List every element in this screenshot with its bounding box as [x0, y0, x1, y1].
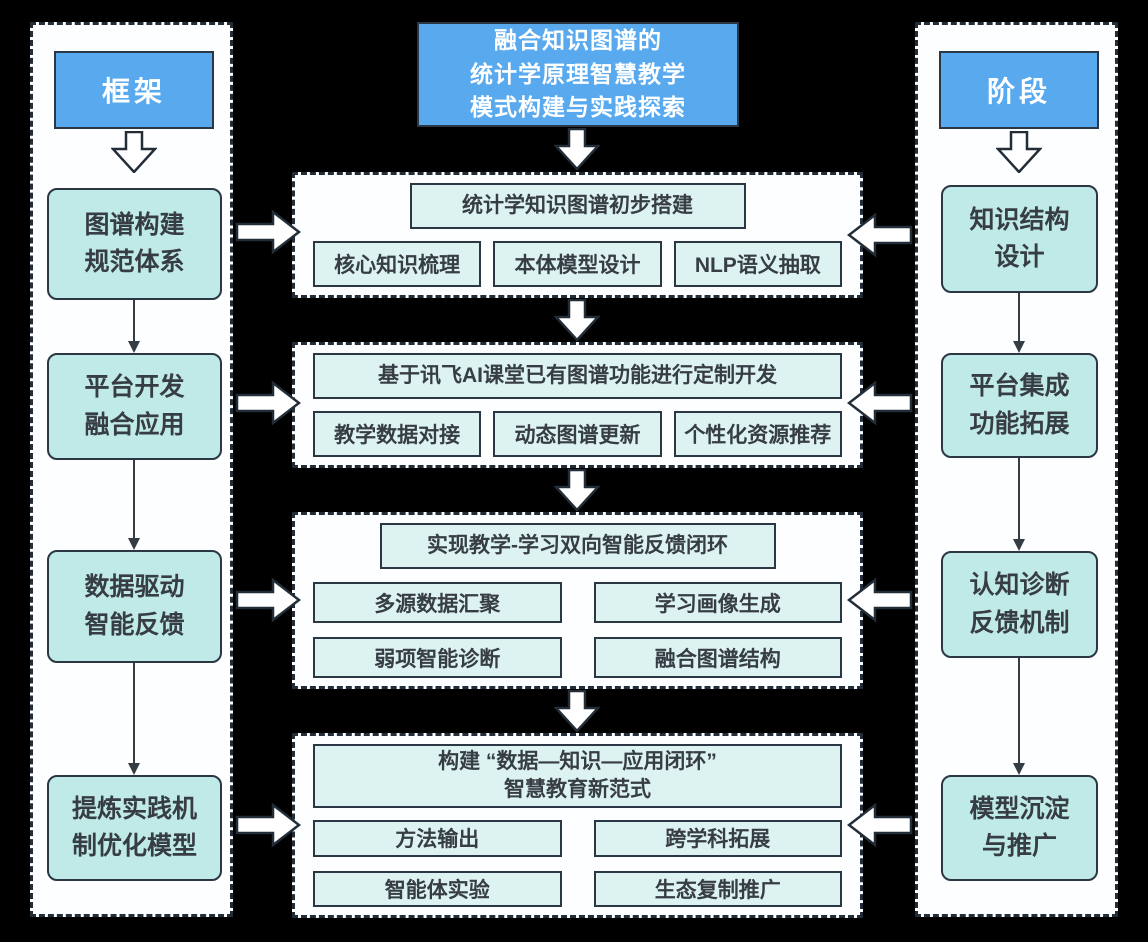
- connector-arrow-icon: [128, 460, 140, 550]
- section-items-grid: 多源数据汇聚 学习画像生成 弱项智能诊断 融合图谱结构: [313, 582, 842, 678]
- down-block-arrow-icon: [111, 131, 157, 173]
- item-multi-source-data: 多源数据汇聚: [313, 582, 562, 623]
- item-ecosystem-replication: 生态复制推广: [593, 870, 842, 907]
- right-block-arrow-icon: [235, 209, 301, 255]
- item-dynamic-graph: 动态图谱更新: [493, 411, 662, 457]
- stage-item-knowledge-structure: 知识结构 设计: [941, 185, 1098, 293]
- section-header: 统计学知识图谱初步搭建: [409, 183, 746, 229]
- framework-item-data-feedback: 数据驱动 智能反馈: [47, 550, 222, 663]
- item-nlp-extraction: NLP语义抽取: [673, 241, 842, 287]
- framework-item-graph-standard: 图谱构建 规范体系: [47, 188, 222, 300]
- item-cross-discipline: 跨学科拓展: [593, 820, 842, 857]
- section-header: 构建 “数据—知识—应用闭环” 智慧教育新范式: [313, 744, 842, 808]
- section-knowledge-graph-build: 统计学知识图谱初步搭建 核心知识梳理 本体模型设计 NLP语义抽取: [292, 172, 863, 298]
- connector-arrow-icon: [1013, 458, 1025, 551]
- stage-item-cognitive-diagnosis: 认知诊断 反馈机制: [941, 551, 1098, 658]
- item-core-knowledge: 核心知识梳理: [313, 241, 482, 287]
- diagram-title: 融合知识图谱的 统计学原理智慧教学 模式构建与实践探索: [417, 22, 739, 127]
- section-header: 基于讯飞AI课堂已有图谱功能进行定制开发: [313, 353, 842, 399]
- down-block-arrow-icon: [554, 690, 600, 732]
- section-header: 实现教学-学习双向智能反馈闭环: [379, 523, 776, 569]
- framework-panel: 框架 图谱构建 规范体系 平台开发 融合应用 数据驱动 智能反馈 提炼实践机 制…: [30, 22, 233, 917]
- connector-arrow-icon: [128, 663, 140, 775]
- item-weakness-diagnosis: 弱项智能诊断: [313, 637, 562, 678]
- item-teaching-data: 教学数据对接: [313, 411, 482, 457]
- right-block-arrow-icon: [235, 380, 301, 426]
- stage-panel: 阶段 知识结构 设计 平台集成 功能拓展 认知诊断 反馈机制 模型沉淀 与推广: [915, 22, 1118, 917]
- item-method-output: 方法输出: [313, 820, 562, 857]
- left-block-arrow-icon: [847, 380, 913, 426]
- down-block-arrow-icon: [554, 128, 600, 170]
- section-items-row: 核心知识梳理 本体模型设计 NLP语义抽取: [313, 241, 842, 287]
- left-block-arrow-icon: [847, 212, 913, 258]
- down-block-arrow-icon: [554, 469, 600, 511]
- left-block-arrow-icon: [847, 802, 913, 848]
- section-new-paradigm: 构建 “数据—知识—应用闭环” 智慧教育新范式 方法输出 跨学科拓展 智能体实验…: [292, 733, 863, 918]
- right-block-arrow-icon: [235, 802, 301, 848]
- connector-arrow-icon: [1013, 658, 1025, 775]
- section-items-grid: 方法输出 跨学科拓展 智能体实验 生态复制推广: [313, 820, 842, 907]
- left-block-arrow-icon: [847, 577, 913, 623]
- item-learning-portrait: 学习画像生成: [593, 582, 842, 623]
- down-block-arrow-icon: [554, 299, 600, 341]
- down-block-arrow-icon: [996, 131, 1042, 173]
- item-ontology-model: 本体模型设计: [493, 241, 662, 287]
- section-items-row: 教学数据对接 动态图谱更新 个性化资源推荐: [313, 411, 842, 457]
- item-personalized-resources: 个性化资源推荐: [673, 411, 842, 457]
- right-block-arrow-icon: [235, 577, 301, 623]
- stage-item-model-promotion: 模型沉淀 与推广: [941, 775, 1098, 881]
- connector-arrow-icon: [1013, 293, 1025, 353]
- section-feedback-loop: 实现教学-学习双向智能反馈闭环 多源数据汇聚 学习画像生成 弱项智能诊断 融合图…: [292, 512, 863, 689]
- section-custom-development: 基于讯飞AI课堂已有图谱功能进行定制开发 教学数据对接 动态图谱更新 个性化资源…: [292, 342, 863, 468]
- item-fused-graph-structure: 融合图谱结构: [593, 637, 842, 678]
- framework-item-platform-dev: 平台开发 融合应用: [47, 353, 222, 460]
- stage-item-platform-integration: 平台集成 功能拓展: [941, 353, 1098, 458]
- framework-header: 框架: [54, 51, 214, 129]
- connector-arrow-icon: [128, 300, 140, 353]
- framework-item-refine-model: 提炼实践机 制优化模型: [47, 775, 222, 881]
- stage-header: 阶段: [939, 51, 1099, 129]
- item-agent-experiment: 智能体实验: [313, 870, 562, 907]
